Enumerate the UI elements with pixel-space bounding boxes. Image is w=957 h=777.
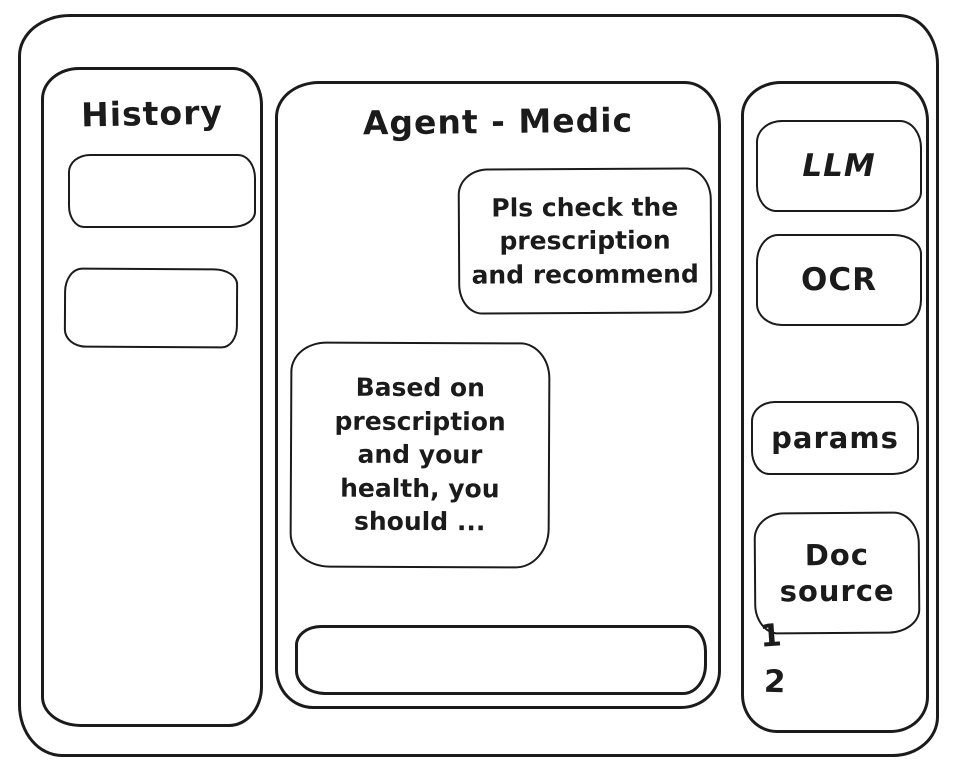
ocr-button[interactable]: OCR bbox=[756, 234, 922, 326]
doc-source-item-1: 1 bbox=[758, 617, 783, 655]
message-input[interactable] bbox=[295, 625, 707, 695]
history-item[interactable] bbox=[68, 154, 256, 228]
params-button-label: params bbox=[771, 420, 899, 455]
assistant-message-text: Based on prescription and your health, y… bbox=[334, 372, 506, 537]
user-message-text: Pls check the prescription and recommend bbox=[471, 192, 699, 290]
chat-panel-title: Agent - Medic bbox=[362, 100, 634, 143]
doc-source-item-2: 2 bbox=[763, 663, 787, 701]
user-message-bubble: Pls check the prescription and recommend bbox=[457, 167, 713, 315]
tools-panel: LLM OCR params Doc source 1 2 bbox=[741, 81, 929, 733]
llm-button[interactable]: LLM bbox=[756, 120, 922, 212]
history-panel-title: History bbox=[80, 92, 224, 135]
ocr-button-label: OCR bbox=[801, 261, 877, 298]
params-button[interactable]: params bbox=[751, 401, 919, 475]
app-frame: History Agent - Medic Pls check the pres… bbox=[18, 14, 939, 757]
assistant-message-bubble: Based on prescription and your health, y… bbox=[289, 341, 551, 569]
llm-button-label: LLM bbox=[802, 147, 876, 184]
doc-source-button-label: Doc source bbox=[779, 537, 895, 609]
doc-source-button[interactable]: Doc source bbox=[753, 511, 921, 635]
history-item[interactable] bbox=[63, 267, 239, 349]
chat-panel: Agent - Medic Pls check the prescription… bbox=[275, 81, 721, 709]
history-panel: History bbox=[41, 67, 263, 727]
